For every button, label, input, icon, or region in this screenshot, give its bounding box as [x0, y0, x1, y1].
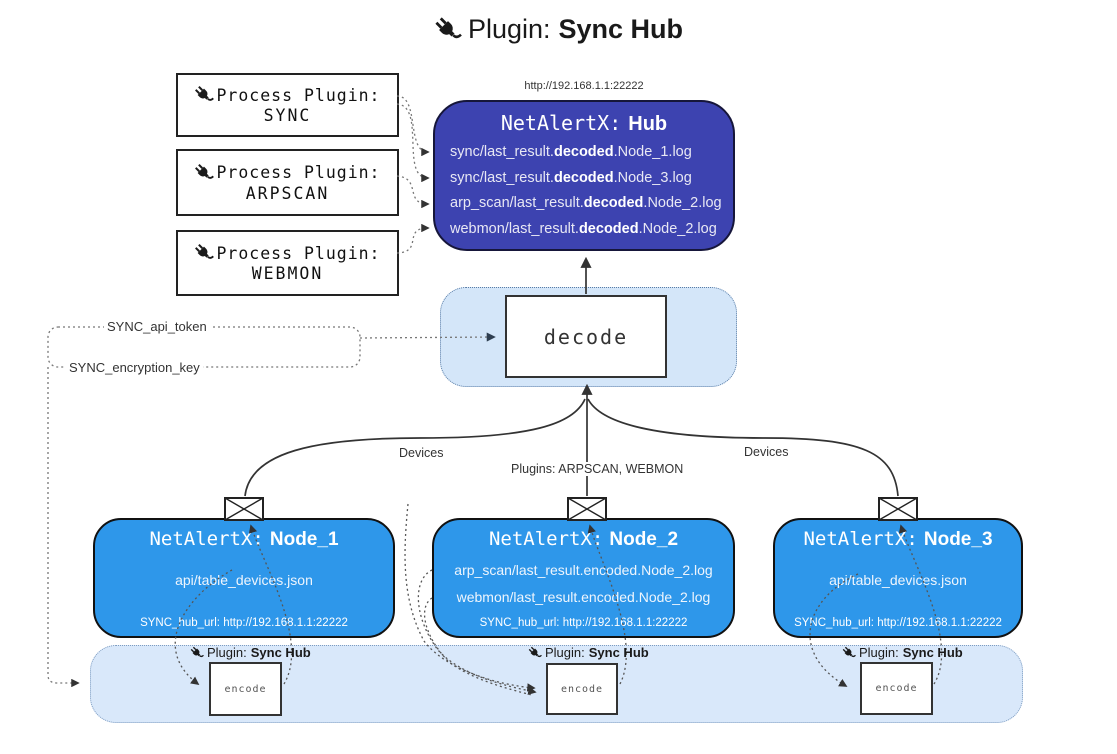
hub-title-name: Hub	[628, 113, 668, 135]
node-file-item: api/table_devices.json	[175, 572, 313, 588]
title-name: Sync Hub	[558, 14, 684, 44]
node-1-box: NetAlertX:Node_1 api/table_devices.json …	[93, 518, 395, 638]
envelope-icon	[224, 497, 264, 521]
plug-icon	[194, 243, 215, 263]
plug-icon	[433, 15, 462, 44]
hub-log-item: sync/last_result.decoded.Node_3.log	[450, 169, 692, 186]
node-hub-url: SYNC_hub_url: http://192.168.1.1:22222	[794, 617, 1002, 629]
process-plugin-label: Process Plugin:	[216, 85, 381, 105]
plug-icon	[528, 645, 542, 660]
decode-label: decode	[543, 324, 629, 349]
encode-box: encode	[546, 663, 618, 715]
node-title: NetAlertX:Node_1	[149, 528, 339, 550]
plug-icon	[190, 645, 204, 660]
node-hub-url: SYNC_hub_url: http://192.168.1.1:22222	[140, 617, 348, 629]
process-plugin-webmon-box: Process Plugin: WEBMON	[176, 230, 399, 296]
node-file-item: api/table_devices.json	[829, 572, 967, 588]
band-plugin-label: Plugin:Sync Hub	[190, 645, 311, 660]
devices-edge-label-right: Devices	[741, 445, 792, 459]
title-prefix: Plugin:	[467, 14, 551, 44]
hub-url-label: http://192.168.1.1:22222	[524, 80, 644, 92]
node-2-box: NetAlertX:Node_2 arp_scan/last_result.en…	[432, 518, 735, 638]
hub-log-item: webmon/last_result.decoded.Node_2.log	[450, 220, 717, 237]
node-title: NetAlertX:Node_3	[803, 528, 993, 550]
sync-api-token-label: SYNC_api_token	[104, 319, 210, 334]
process-plugin-arpscan-box: Process Plugin: ARPSCAN	[176, 149, 399, 216]
process-plugin-name: WEBMON	[251, 264, 324, 283]
hub-title-prefix: NetAlertX:	[500, 111, 622, 135]
hub-item-list: sync/last_result.decoded.Node_1.log sync…	[435, 140, 733, 242]
decode-box: decode	[505, 295, 667, 378]
node-file-item: webmon/last_result.encoded.Node_2.log	[456, 589, 711, 605]
devices-edge-label-left: Devices	[396, 446, 447, 460]
envelope-icon	[567, 497, 607, 521]
hub-title: NetAlertX: Hub	[435, 111, 733, 136]
node-file-item: arp_scan/last_result.encoded.Node_2.log	[454, 562, 713, 578]
node-title: NetAlertX:Node_2	[488, 528, 679, 550]
process-plugin-name: SYNC	[263, 106, 312, 125]
band-plugin-label: Plugin:Sync Hub	[528, 645, 649, 660]
process-plugin-label: Process Plugin:	[216, 163, 381, 182]
process-plugin-sync-box: Process Plugin: SYNC	[176, 73, 399, 137]
node-3-box: NetAlertX:Node_3 api/table_devices.json …	[773, 518, 1023, 638]
sync-encryption-key-label: SYNC_encryption_key	[66, 360, 203, 375]
band-plugin-label: Plugin:Sync Hub	[842, 645, 963, 660]
hub-node: NetAlertX: Hub sync/last_result.decoded.N…	[433, 100, 735, 251]
process-plugin-name: ARPSCAN	[245, 183, 330, 203]
encode-box: encode	[860, 662, 933, 715]
plug-icon	[194, 162, 215, 183]
plugins-edge-label: Plugins: ARPSCAN, WEBMON	[508, 462, 687, 476]
process-plugin-label: Process Plugin:	[216, 243, 381, 263]
envelope-icon	[878, 497, 918, 521]
node-hub-url: SYNC_hub_url: http://192.168.1.1:22222	[479, 617, 688, 629]
hub-log-item: sync/last_result.decoded.Node_1.log	[450, 144, 692, 160]
plug-icon	[194, 85, 215, 105]
hub-log-item: arp_scan/last_result.decoded.Node_2.log	[450, 195, 722, 211]
plug-icon	[842, 645, 856, 660]
page-title: Plugin: Sync Hub	[0, 14, 1117, 45]
encode-box: encode	[209, 662, 282, 716]
